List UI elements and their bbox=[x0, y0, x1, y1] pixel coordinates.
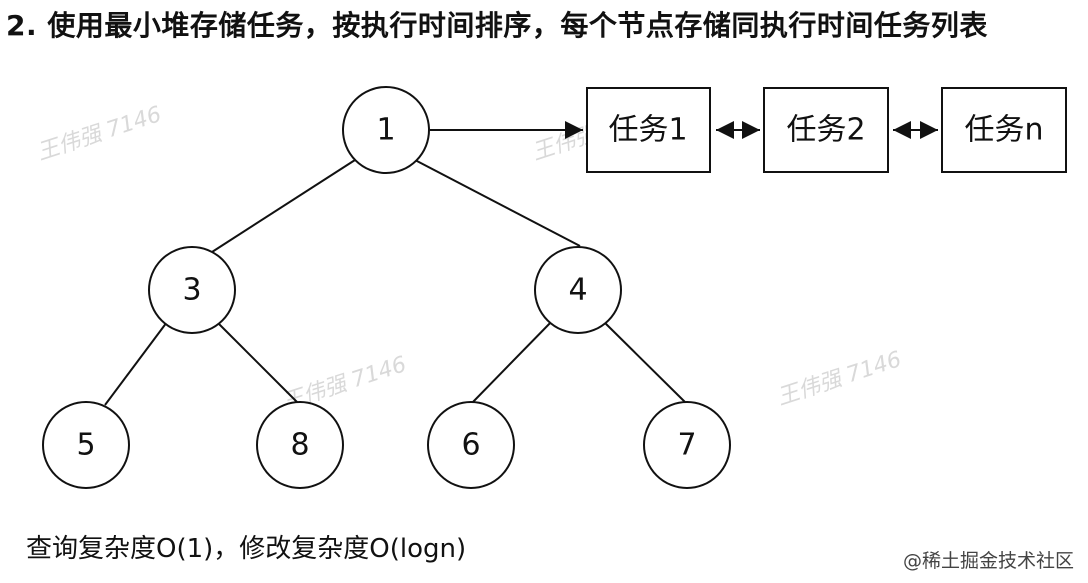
task-box-label: 任务2 bbox=[786, 113, 865, 148]
edge-3-8 bbox=[212, 317, 301, 406]
heap-node: 6 bbox=[427, 401, 515, 489]
heap-node-label: 8 bbox=[290, 428, 309, 463]
task-box: 任务2 bbox=[763, 87, 889, 173]
heap-node: 4 bbox=[534, 246, 622, 334]
source-label: @稀土掘金技术社区 bbox=[902, 550, 1074, 572]
heap-node: 7 bbox=[643, 401, 731, 489]
task-box-label: 任务1 bbox=[608, 113, 687, 148]
task-box: 任务n bbox=[941, 87, 1067, 173]
heap-node-label: 1 bbox=[376, 113, 395, 148]
edge-4-6 bbox=[469, 317, 556, 406]
heap-node-label: 4 bbox=[568, 273, 587, 308]
page-title: 2. 使用最小堆存储任务，按执行时间排序，每个节点存储同执行时间任务列表 bbox=[6, 9, 988, 42]
watermark-text: 王伟强 7146 bbox=[774, 347, 904, 411]
heap-node-label: 7 bbox=[677, 428, 696, 463]
heap-node-label: 5 bbox=[76, 428, 95, 463]
heap-node: 5 bbox=[42, 401, 130, 489]
heap-node-label: 3 bbox=[182, 273, 201, 308]
complexity-note: 查询复杂度O(1)，修改复杂度O(logn) bbox=[26, 534, 467, 564]
edge-4-7 bbox=[599, 317, 689, 406]
heap-node: 1 bbox=[342, 86, 430, 174]
edge-1-4 bbox=[414, 159, 581, 247]
edge-3-5 bbox=[104, 317, 171, 406]
task-box-label: 任务n bbox=[964, 113, 1043, 148]
task-box: 任务1 bbox=[586, 87, 711, 173]
edge-1-3 bbox=[211, 159, 356, 253]
heap-node-label: 6 bbox=[461, 428, 480, 463]
watermark-text: 王伟强 7146 bbox=[34, 102, 164, 166]
heap-node: 8 bbox=[256, 401, 344, 489]
heap-node: 3 bbox=[148, 246, 236, 334]
